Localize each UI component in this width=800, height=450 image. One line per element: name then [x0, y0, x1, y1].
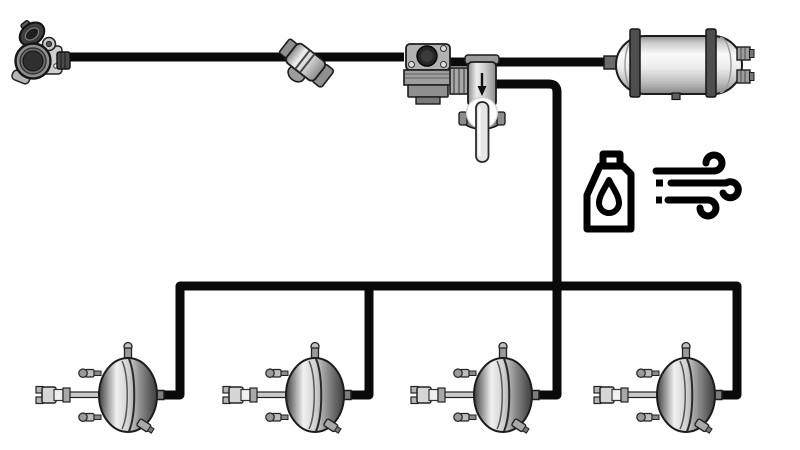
coupler-fitting — [56, 51, 71, 70]
valve-clamp-stack — [449, 67, 469, 95]
brake-chamber-3 — [410, 341, 540, 436]
brake-chamber-2 — [222, 341, 352, 436]
inline-filter — [278, 38, 335, 88]
delivery-manifold-line — [162, 281, 742, 400]
coupler-cap — [18, 20, 46, 47]
tank-right-ports — [736, 46, 755, 84]
drain-valve-handle — [458, 96, 506, 163]
gladhand-coupler — [11, 20, 71, 85]
brake-chamber-4 — [593, 341, 723, 436]
pipe-network — [64, 52, 742, 400]
tank-strap-right — [705, 28, 717, 98]
branch-line-chamber-2 — [349, 286, 374, 400]
drain-pull-handle — [475, 101, 490, 163]
air-flow-icon — [652, 151, 742, 220]
relay-emergency-valve — [403, 43, 506, 163]
air-reservoir-tank — [603, 28, 755, 101]
oil-icon — [583, 150, 635, 233]
tank-strap-left — [629, 28, 641, 98]
tank-drain — [671, 92, 681, 101]
service-line-valve-down — [492, 79, 562, 400]
brake-chamber-1 — [35, 341, 165, 436]
